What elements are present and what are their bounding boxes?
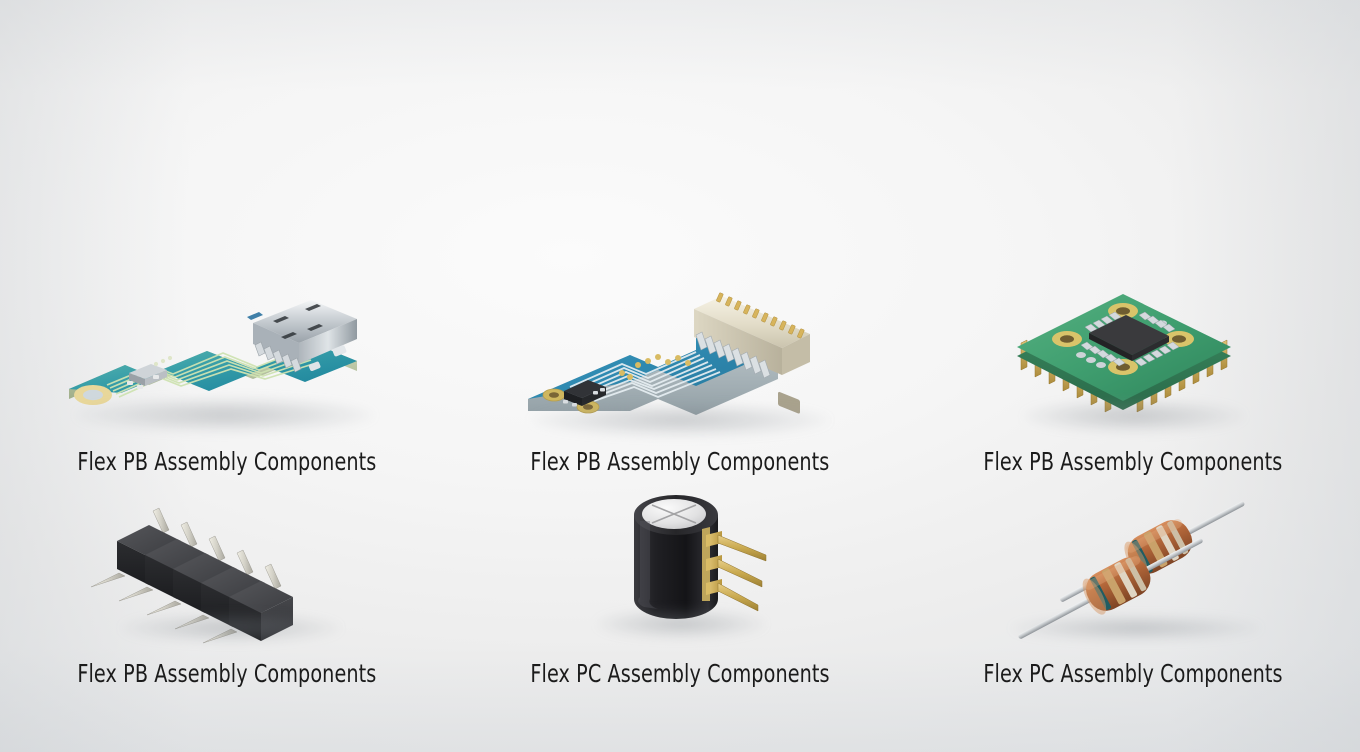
usb-connector-flex-pcb-image xyxy=(57,269,397,441)
product-cell-qfp-module-pcb[interactable]: Flex PB Assembly Components xyxy=(907,262,1360,474)
fpc-connector-pcb-image xyxy=(510,269,850,441)
pin-header-5way-image xyxy=(57,481,397,653)
cylindrical-capacitor-image xyxy=(510,481,850,653)
qfp-chip-module-pcb-image xyxy=(963,269,1303,441)
product-cell-pin-header[interactable]: Flex PB Assembly Components xyxy=(0,474,453,686)
product-caption: Flex PB Assembly Components xyxy=(77,447,377,476)
product-caption: Flex PB Assembly Components xyxy=(983,447,1283,476)
product-caption: Flex PB Assembly Components xyxy=(77,659,377,688)
product-cell-resistors[interactable]: Flex PC Assembly Components xyxy=(907,474,1360,686)
product-cell-capacitor[interactable]: Flex PC Assembly Components xyxy=(453,474,906,686)
product-caption: Flex PB Assembly Components xyxy=(530,447,830,476)
product-caption: Flex PC Assembly Components xyxy=(983,659,1283,688)
product-caption: Flex PC Assembly Components xyxy=(530,659,830,688)
axial-resistor-pair-image xyxy=(963,481,1303,653)
product-cell-usb-flex-pcb[interactable]: Flex PB Assembly Components xyxy=(0,262,453,474)
product-cell-fpc-connector-pcb[interactable]: Flex PB Assembly Components xyxy=(453,262,906,474)
